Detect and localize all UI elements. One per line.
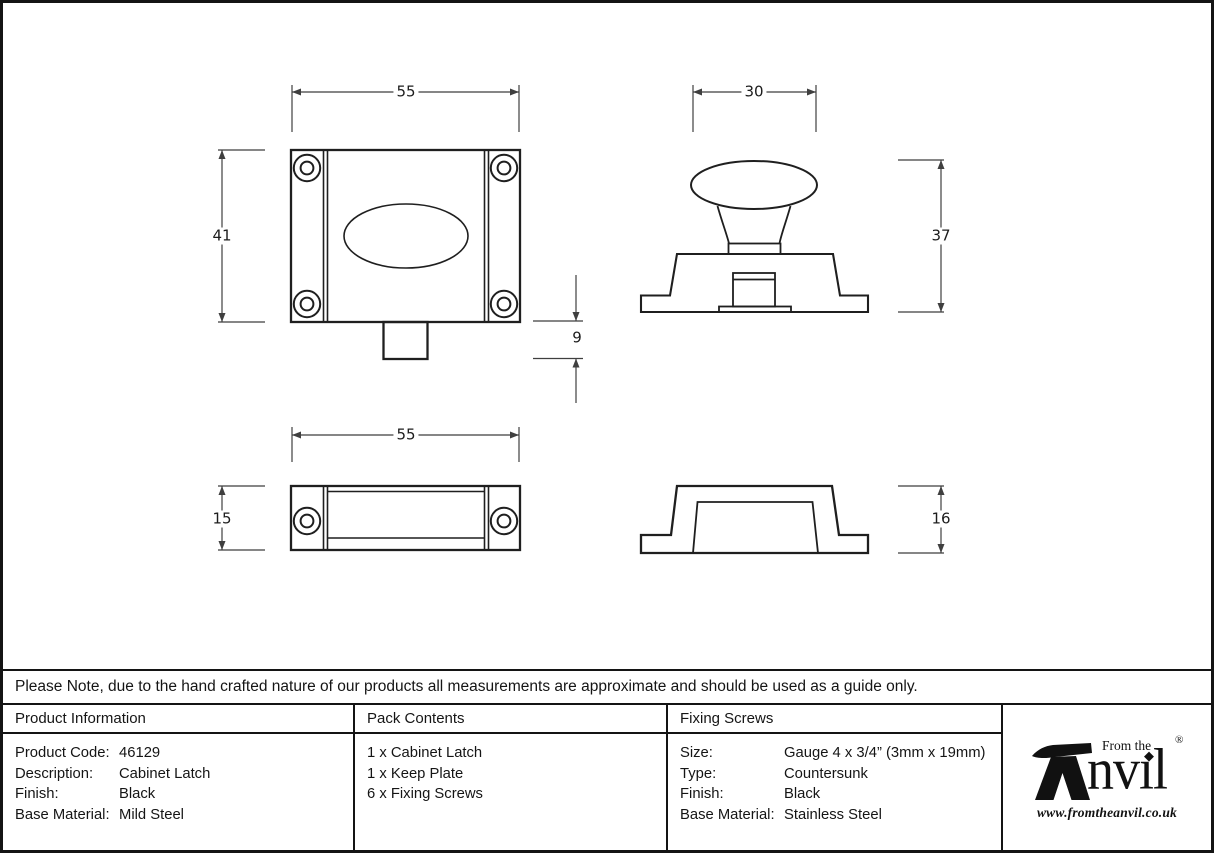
note-text: Please Note, due to the hand crafted nat… bbox=[15, 678, 918, 695]
anvil-icon bbox=[1032, 742, 1092, 800]
keep-plate-side-view bbox=[639, 484, 870, 555]
dim-latch-width: 55 bbox=[393, 83, 419, 101]
header-pack-contents: Pack Contents bbox=[355, 705, 668, 734]
table-row: Size: Gauge 4 x 3/4” (3mm x 19mm) bbox=[680, 745, 986, 761]
fixing-screws-cell: Size: Gauge 4 x 3/4” (3mm x 19mm) Type: … bbox=[668, 734, 1003, 850]
brand-wordmark: nvıl bbox=[1087, 736, 1168, 802]
registered-mark: ® bbox=[1175, 733, 1184, 746]
diamond-tittle-icon: ◆ bbox=[1144, 748, 1154, 764]
spec-table: Product Information Pack Contents Fixing… bbox=[3, 703, 1211, 850]
screw-hole-icon bbox=[292, 506, 519, 536]
latch-side-view bbox=[639, 160, 870, 314]
brand-url: www.fromtheanvil.co.uk bbox=[1036, 804, 1178, 820]
technical-drawing bbox=[218, 85, 945, 555]
table-row: Description: Cabinet Latch bbox=[15, 765, 211, 782]
table-row: Finish: Black bbox=[15, 786, 156, 803]
table-row: Base Material: Stainless Steel bbox=[680, 806, 882, 823]
brand-logo-cell: nvıl From the ◆ ® www.fromtheanvil.co.uk bbox=[1003, 705, 1211, 850]
list-item: 1 x Keep Plate bbox=[367, 765, 464, 782]
header-product-information: Product Information bbox=[3, 705, 355, 734]
product-information-cell: Product Code: 46129 Description: Cabinet… bbox=[3, 734, 355, 850]
latch-front-view bbox=[289, 148, 522, 361]
header-fixing-screws: Fixing Screws bbox=[668, 705, 1003, 734]
table-row: Type: Countersunk bbox=[680, 765, 868, 782]
dim-keep-width: 55 bbox=[393, 426, 419, 444]
table-row: Product Code: 46129 bbox=[15, 745, 161, 761]
dim-keep-side-height: 16 bbox=[928, 510, 954, 528]
measurement-note: Please Note, due to the hand crafted nat… bbox=[3, 669, 1211, 703]
brand-tagline: From the bbox=[1102, 737, 1152, 753]
dim-bolt-projection: 9 bbox=[569, 329, 585, 347]
list-item: 1 x Cabinet Latch bbox=[367, 745, 483, 761]
screw-hole-icon bbox=[292, 153, 519, 319]
dim-knob-width: 30 bbox=[741, 83, 767, 101]
list-item: 6 x Fixing Screws bbox=[367, 786, 483, 803]
keep-plate-front-view bbox=[289, 484, 522, 552]
dim-latch-height: 41 bbox=[209, 227, 235, 245]
table-row: Base Material: Mild Steel bbox=[15, 806, 184, 823]
pack-contents-cell: 1 x Cabinet Latch 1 x Keep Plate 6 x Fix… bbox=[355, 734, 668, 850]
dim-latch-side-height: 37 bbox=[928, 227, 954, 245]
dim-keep-height: 15 bbox=[209, 510, 235, 528]
table-row: Finish: Black bbox=[680, 786, 821, 803]
from-the-anvil-logo: nvıl From the ◆ ® www.fromtheanvil.co.uk bbox=[1023, 732, 1191, 824]
